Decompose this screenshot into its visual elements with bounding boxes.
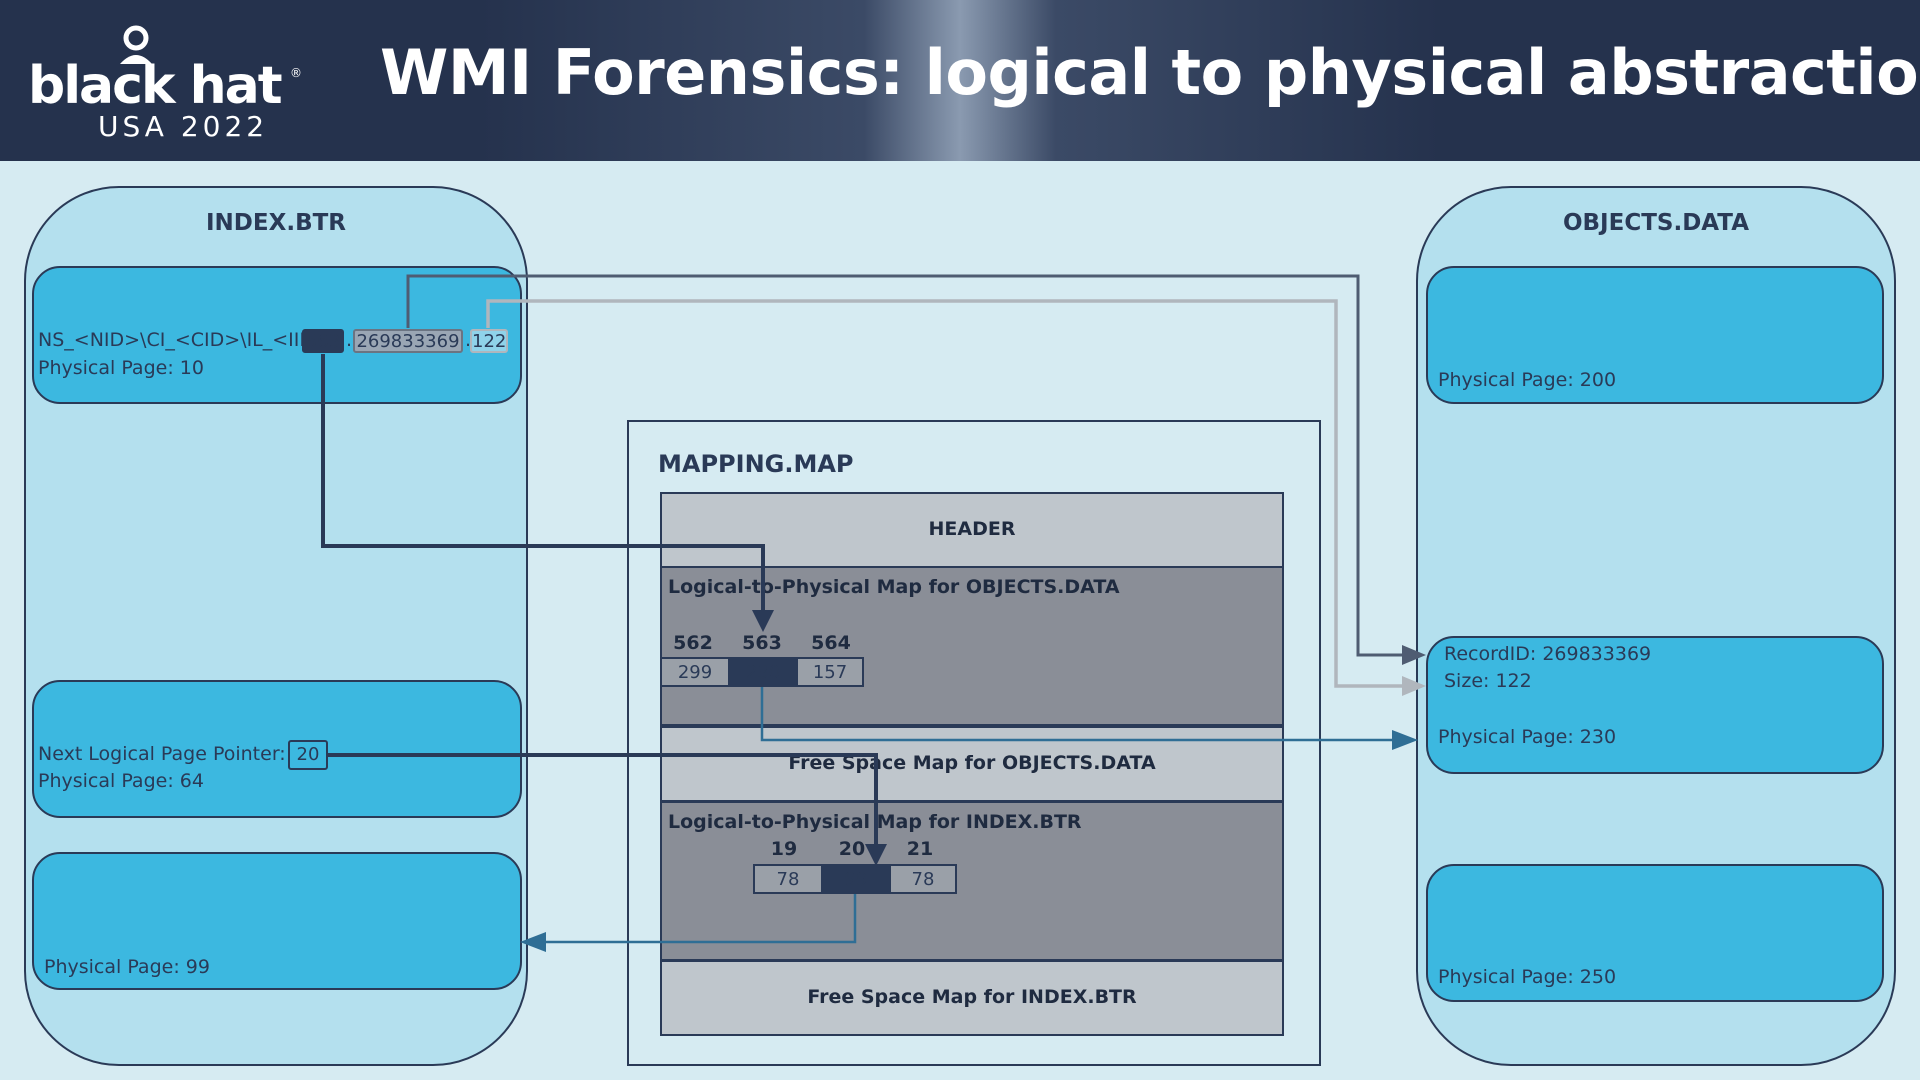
logo-event: USA 2022 <box>98 110 269 143</box>
blackhat-logo: black hat ® USA 2022 <box>28 24 308 144</box>
objects-page-230 <box>1426 636 1884 774</box>
index-logical-21: 21 <box>906 838 934 860</box>
index-page-99 <box>32 852 522 990</box>
index-page-64-label: Physical Page: 64 <box>38 770 204 792</box>
slide-title: WMI Forensics: logical to physical abstr… <box>380 36 1920 109</box>
hat-figure-icon <box>120 25 152 64</box>
map-header-label: HEADER <box>928 518 1016 540</box>
title-banner: black hat ® USA 2022 WMI Forensics: logi… <box>0 0 1920 161</box>
objects-page-200 <box>1426 266 1884 404</box>
index-physical-99: 99 <box>821 864 891 894</box>
objects-physical-230: 230 <box>728 657 798 687</box>
map-header-section: HEADER <box>660 492 1284 568</box>
logo-wordmark: black hat <box>28 56 283 116</box>
index-physical-78b: 78 <box>889 864 957 894</box>
record-id-tag: 269833369 <box>353 329 463 353</box>
objects-logical-563: 563 <box>742 632 782 654</box>
objects-page-230-label: Physical Page: 230 <box>1438 726 1617 748</box>
index-free-space-section: Free Space Map for INDEX.BTR <box>660 960 1284 1036</box>
objects-logical-562: 562 <box>673 632 713 654</box>
objects-page-200-label: Physical Page: 200 <box>1438 369 1617 391</box>
index-free-space-label: Free Space Map for INDEX.BTR <box>807 986 1137 1008</box>
key-separator-1: . <box>346 329 353 351</box>
index-physical-78a: 78 <box>753 864 823 894</box>
size-tag: 122 <box>470 329 508 353</box>
objects-free-space-label: Free Space Map for OBJECTS.DATA <box>788 752 1156 774</box>
index-page-99-label: Physical Page: 99 <box>44 956 210 978</box>
index-btr-title: INDEX.BTR <box>205 210 346 236</box>
objects-page-250 <box>1426 864 1884 1002</box>
objects-physical-299: 299 <box>660 657 730 687</box>
index-logical-19: 19 <box>770 838 798 860</box>
mapping-map-title: MAPPING.MAP <box>658 450 854 478</box>
logo-trademark: ® <box>290 66 302 80</box>
index-page-10-label: Physical Page: 10 <box>38 357 204 379</box>
logical-page-tag: 563 <box>302 329 344 353</box>
objects-l2p-label: Logical-to-Physical Map for OBJECTS.DATA <box>668 576 1120 598</box>
objects-physical-157: 157 <box>796 657 864 687</box>
record-size-label: Size: 122 <box>1444 670 1532 692</box>
index-key-prefix: NS_<NID>\CI_<CID>\IL_<IID>. <box>38 329 336 351</box>
objects-page-250-label: Physical Page: 250 <box>1438 966 1617 988</box>
index-logical-20: 20 <box>838 838 866 860</box>
next-pointer-tag: 20 <box>288 740 328 770</box>
objects-logical-564: 564 <box>811 632 851 654</box>
index-l2p-label: Logical-to-Physical Map for INDEX.BTR <box>668 811 1082 833</box>
objects-data-title: OBJECTS.DATA <box>1562 210 1750 236</box>
objects-free-space-section: Free Space Map for OBJECTS.DATA <box>660 726 1284 802</box>
record-id-label: RecordID: 269833369 <box>1444 643 1652 665</box>
next-pointer-label: Next Logical Page Pointer: <box>38 743 286 765</box>
